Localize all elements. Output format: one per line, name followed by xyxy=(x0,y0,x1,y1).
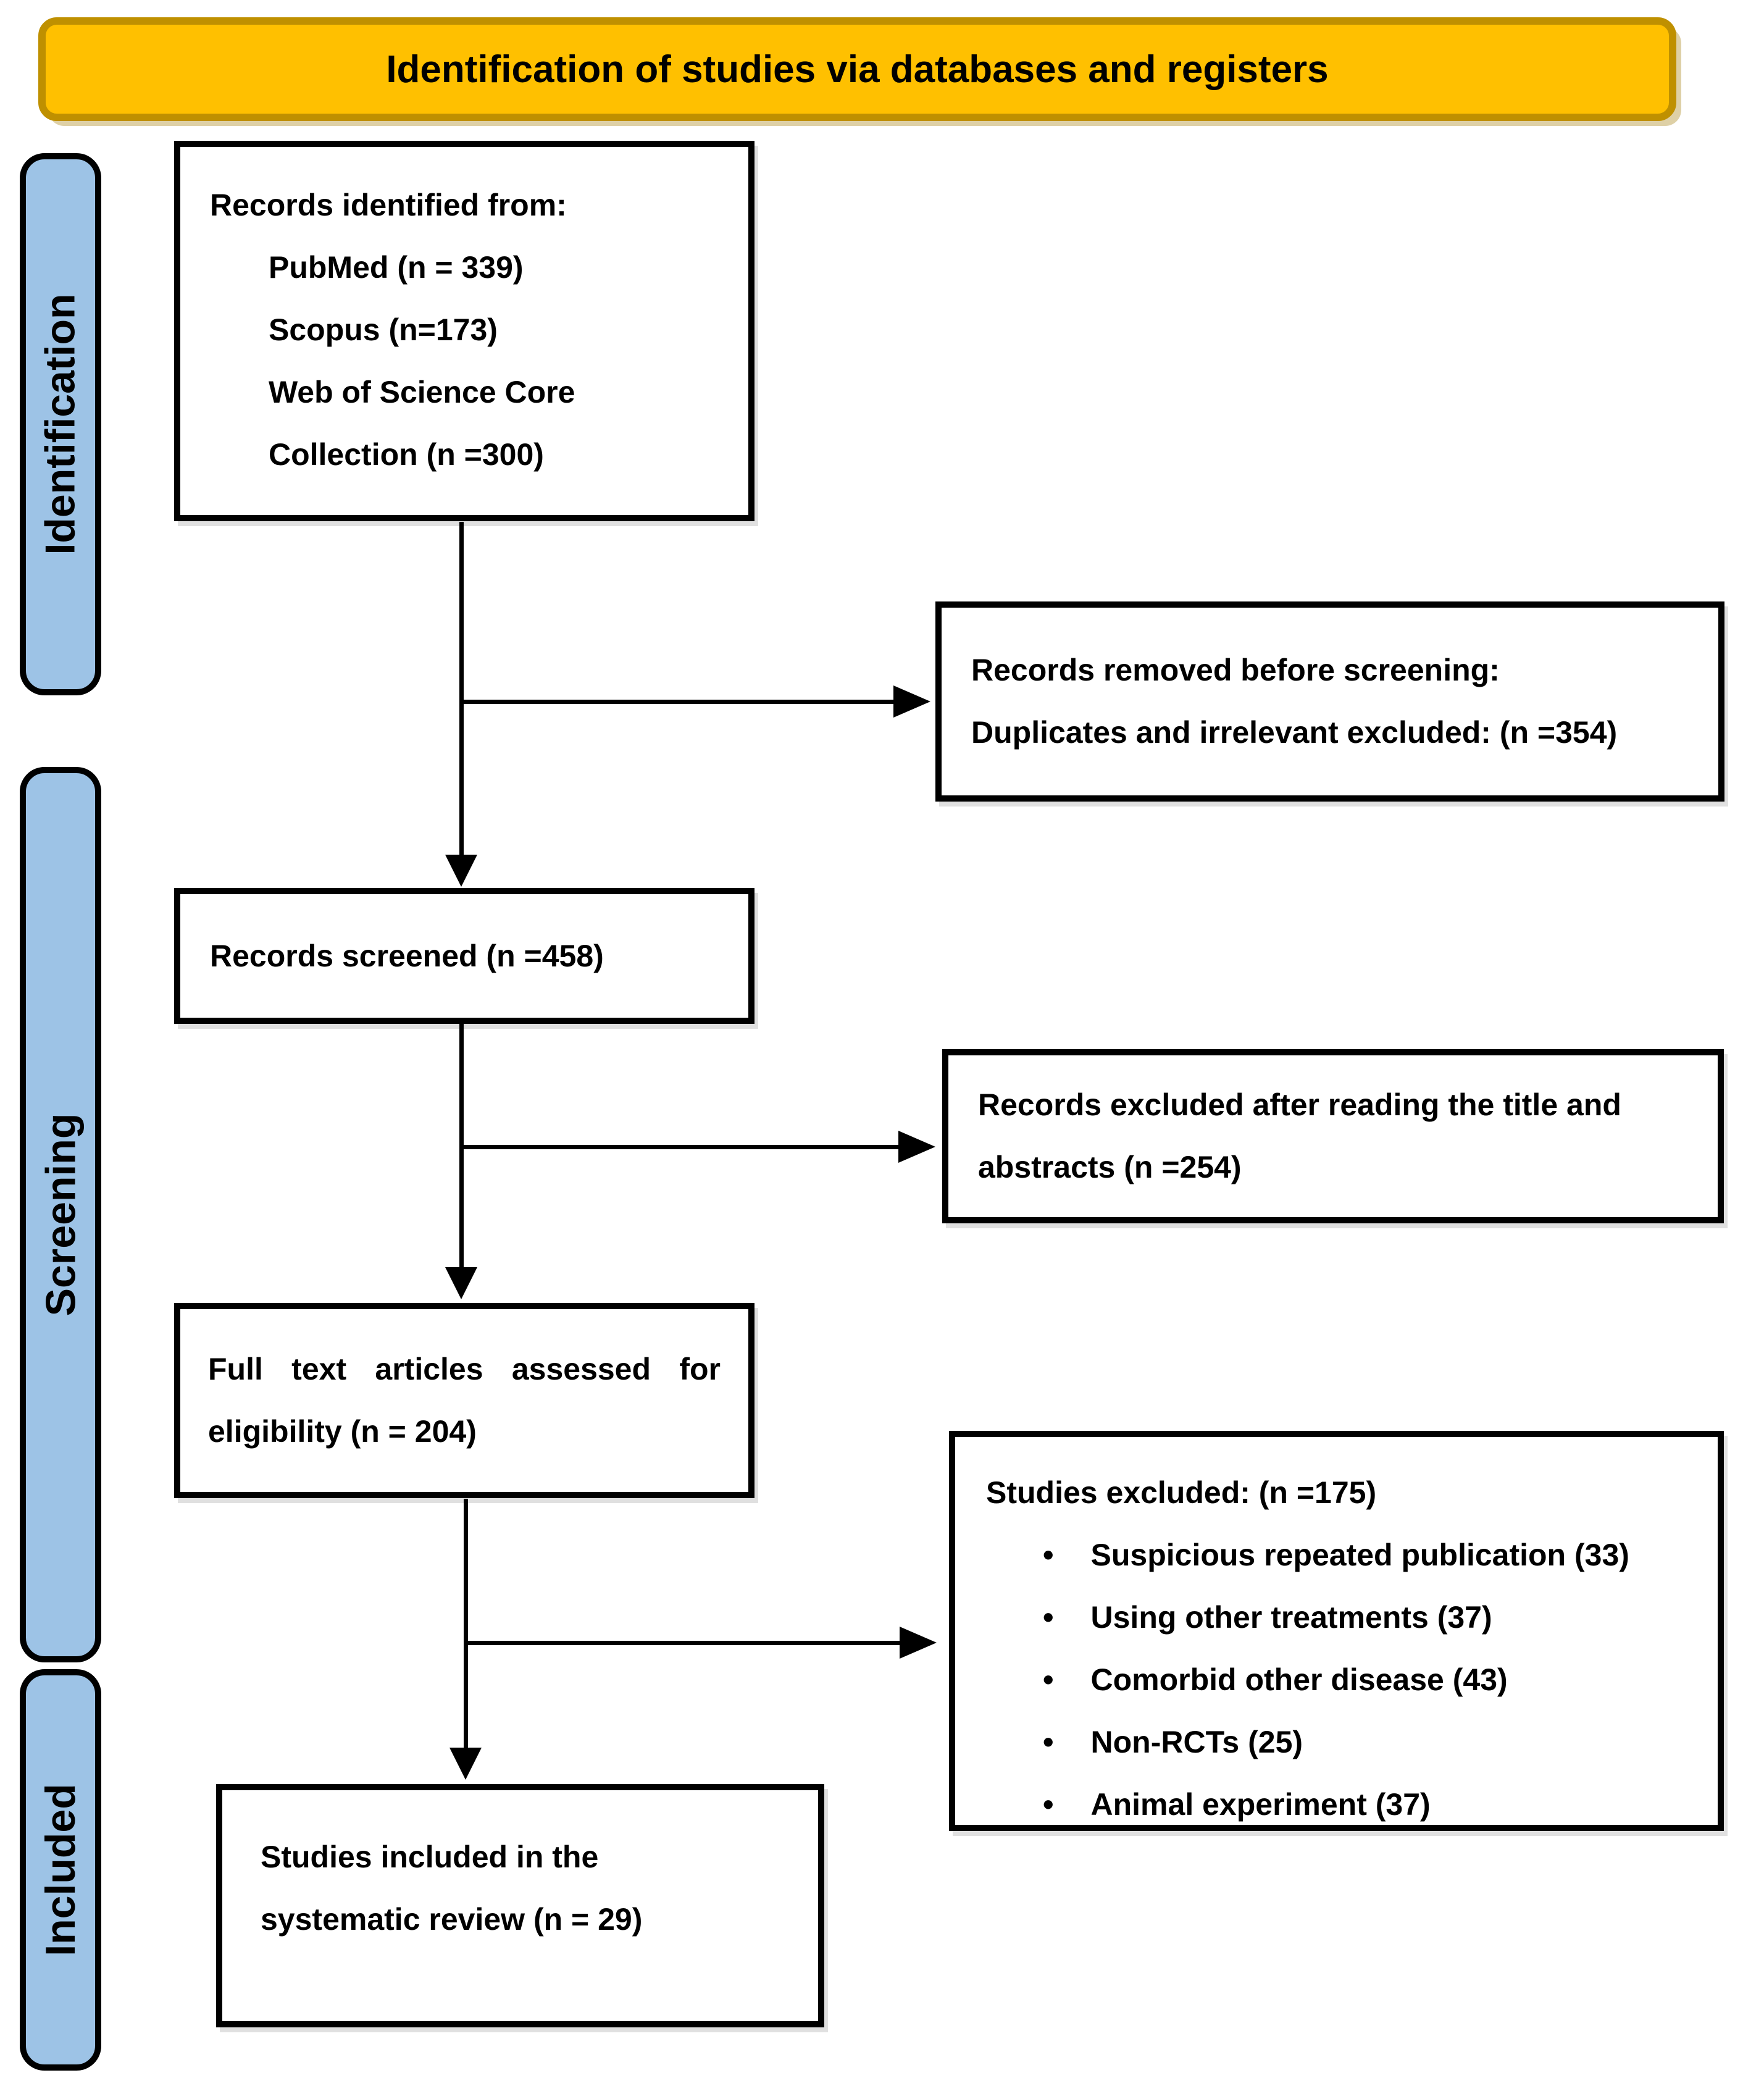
stage-identification-label: Identification xyxy=(37,293,85,555)
arrow-to-records-excluded xyxy=(461,1145,898,1149)
arrowhead-down-icon xyxy=(449,1748,482,1780)
box-studies-included: Studies included in the systematic revie… xyxy=(216,1784,824,2027)
box-studies-excluded: Studies excluded: (n =175) • Suspicious … xyxy=(949,1431,1724,1831)
excluded-reason-row: • Using other treatments (37) xyxy=(986,1586,1702,1649)
records-excluded-line1: Records excluded after reading the title… xyxy=(978,1087,1621,1122)
box-records-excluded-title-abstract: Records excluded after reading the title… xyxy=(942,1049,1724,1223)
excluded-reason-row: • Animal experiment (37) xyxy=(986,1774,1702,1836)
excluded-reason-5: Animal experiment (37) xyxy=(1090,1787,1431,1822)
records-removed-line2: Duplicates and irrelevant excluded: (n =… xyxy=(971,715,1618,750)
arrowhead-down-icon xyxy=(445,1267,477,1299)
studies-included-line1: Studies included in the xyxy=(261,1840,599,1874)
arrow-fulltext-to-included xyxy=(464,1499,468,1749)
bullet-icon: • xyxy=(1043,1538,1054,1572)
stage-screening: Screening xyxy=(20,767,101,1662)
stage-included: Included xyxy=(20,1669,101,2071)
arrow-identified-to-screened xyxy=(459,522,464,855)
box-records-screened: Records screened (n =458) xyxy=(174,888,755,1024)
arrow-to-studies-excluded xyxy=(466,1641,900,1645)
excluded-reason-row: • Comorbid other disease (43) xyxy=(986,1649,1702,1711)
full-text-line2: eligibility (n = 204) xyxy=(208,1414,477,1449)
banner-title: Identification of studies via databases … xyxy=(38,17,1676,121)
studies-excluded-title: Studies excluded: (n =175) xyxy=(986,1475,1377,1510)
studies-included-line2: systematic review (n = 29) xyxy=(261,1902,643,1937)
box-records-identified: Records identified from: PubMed (n = 339… xyxy=(174,141,755,521)
arrowhead-right-icon xyxy=(900,1627,937,1659)
bullet-icon: • xyxy=(1043,1787,1054,1822)
excluded-reason-row: • Suspicious repeated publication (33) xyxy=(986,1524,1702,1586)
bullet-icon: • xyxy=(1043,1725,1054,1759)
source-wos-line2: Collection (n =300) xyxy=(269,437,544,472)
stage-included-label: Included xyxy=(37,1783,85,1956)
source-pubmed: PubMed (n = 339) xyxy=(269,250,524,285)
records-removed-line1: Records removed before screening: xyxy=(971,653,1500,687)
full-text-line1: Full text articles assessed for xyxy=(208,1352,721,1386)
banner-title-label: Identification of studies via databases … xyxy=(386,48,1329,91)
stage-screening-label: Screening xyxy=(37,1113,84,1317)
records-screened-label: Records screened (n =458) xyxy=(210,938,604,973)
source-wos-line1: Web of Science Core xyxy=(269,375,575,409)
excluded-reason-row: • Non-RCTs (25) xyxy=(986,1711,1702,1774)
records-identified-title: Records identified from: xyxy=(210,188,567,222)
bullet-icon: • xyxy=(1043,1600,1054,1635)
records-excluded-line2: abstracts (n =254) xyxy=(978,1150,1242,1184)
box-records-removed: Records removed before screening: Duplic… xyxy=(935,601,1724,802)
excluded-reason-3: Comorbid other disease (43) xyxy=(1090,1662,1508,1697)
box-full-text-assessed: Full text articles assessed for eligibil… xyxy=(174,1303,755,1498)
arrowhead-right-icon xyxy=(893,685,930,718)
bullet-icon: • xyxy=(1043,1662,1054,1697)
source-scopus: Scopus (n=173) xyxy=(269,312,498,347)
arrow-to-records-removed xyxy=(461,700,893,704)
arrowhead-down-icon xyxy=(445,855,477,887)
stage-identification: Identification xyxy=(20,153,101,695)
excluded-reason-4: Non-RCTs (25) xyxy=(1090,1725,1303,1759)
excluded-reason-1: Suspicious repeated publication (33) xyxy=(1090,1538,1629,1572)
excluded-reason-2: Using other treatments (37) xyxy=(1090,1600,1492,1635)
arrowhead-right-icon xyxy=(898,1131,935,1163)
